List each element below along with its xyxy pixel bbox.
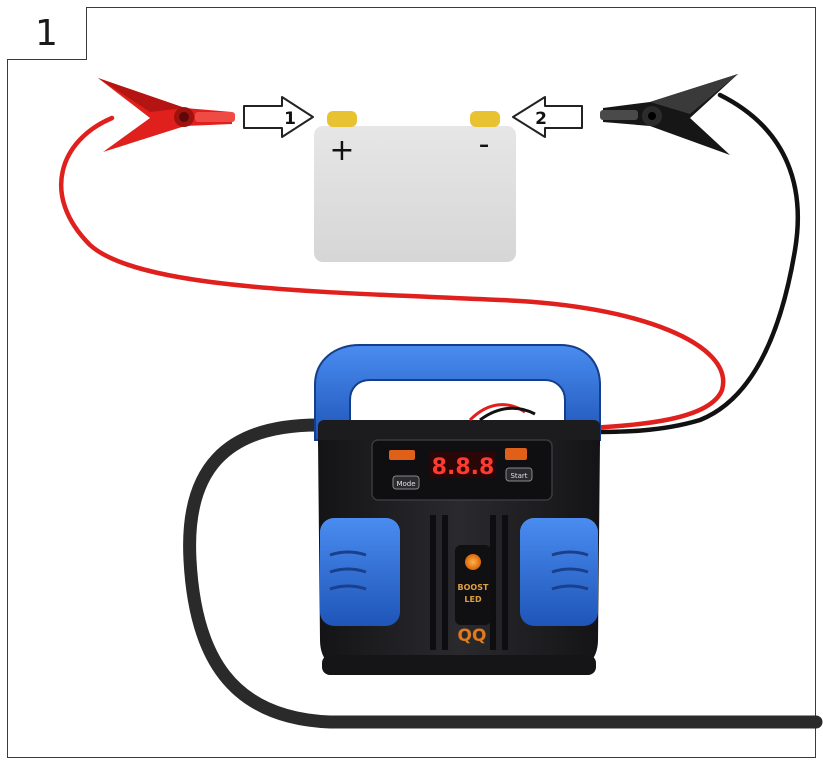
arrow-1-label: 1 xyxy=(284,109,296,129)
connection-arrow-2: 2 xyxy=(512,96,583,138)
left-grip xyxy=(320,518,400,626)
step-number: 1 xyxy=(35,12,58,54)
battery-body xyxy=(314,126,516,262)
boost-led-icon xyxy=(465,554,481,570)
positive-terminal xyxy=(327,111,357,127)
brand-logo: QQ xyxy=(458,626,487,646)
red-clamp-icon xyxy=(98,78,235,152)
arrow-2-label: 2 xyxy=(535,109,547,129)
mode-button xyxy=(392,475,420,490)
negative-terminal xyxy=(470,111,500,127)
charger-icon: 8.8.8 Mode Start BOOST LED QQ xyxy=(314,344,601,675)
battery-icon: + - xyxy=(314,111,516,262)
boost-label-line1: BOOST xyxy=(458,583,489,592)
digital-display xyxy=(430,452,496,478)
power-cord xyxy=(183,418,823,729)
boost-label-line2: LED xyxy=(464,595,482,604)
mode-button-label: Mode xyxy=(396,480,415,488)
connection-arrow-1: 1 xyxy=(243,96,314,138)
start-button xyxy=(505,467,533,482)
black-clamp-icon xyxy=(600,74,738,155)
right-grip xyxy=(520,518,598,626)
step-number-box: 1 xyxy=(7,7,87,60)
negative-cable xyxy=(587,92,801,435)
negative-sign: - xyxy=(479,127,490,162)
positive-sign: + xyxy=(329,133,354,168)
display-digits: 8.8.8 xyxy=(432,455,495,480)
start-button-label: Start xyxy=(510,472,527,480)
positive-cable xyxy=(59,115,726,431)
